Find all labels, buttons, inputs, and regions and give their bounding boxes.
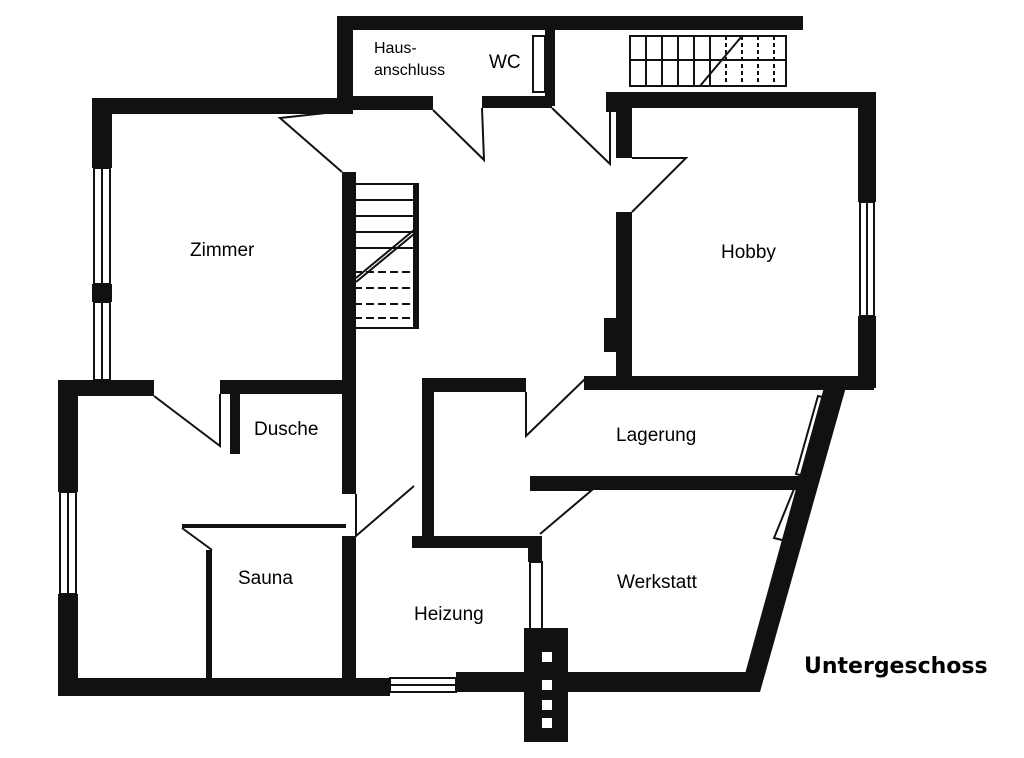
windows: [59, 35, 875, 693]
room-label-hobby: Hobby: [721, 242, 776, 263]
room-label-zimmer: Zimmer: [190, 240, 255, 261]
stairs: [353, 35, 787, 329]
chimney-holes: [542, 652, 552, 728]
room-label-hausanschluss: Haus- anschluss: [374, 38, 445, 82]
exterior-walls: [58, 16, 876, 696]
interior-walls: [182, 30, 874, 742]
plan-title: Untergeschoss: [804, 654, 988, 679]
room-label-dusche: Dusche: [254, 419, 319, 440]
hausanschluss-line2: anschluss: [374, 62, 446, 79]
room-label-werkstatt: Werkstatt: [617, 572, 697, 593]
room-label-wc: WC: [489, 52, 521, 73]
room-label-lagerung: Lagerung: [616, 425, 697, 446]
door-swings: [153, 107, 689, 551]
room-label-sauna: Sauna: [238, 568, 293, 589]
hausanschluss-line1: Haus-: [374, 40, 417, 57]
room-label-heizung: Heizung: [414, 604, 484, 625]
